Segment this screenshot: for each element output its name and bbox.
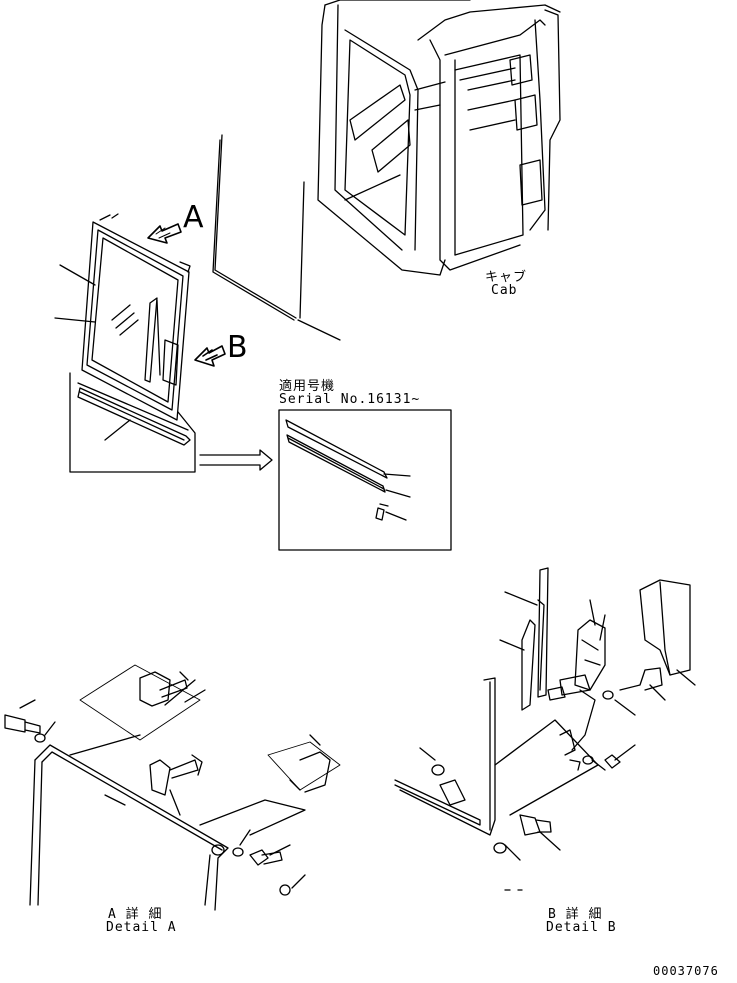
detail-b-label-en: Detail B — [546, 920, 617, 935]
arrow-a-label: A — [183, 200, 204, 235]
detail-a-label-jp: A 詳 細 — [108, 907, 163, 922]
serial-note-jp: 適用号機 — [279, 379, 336, 394]
serial-note-en: Serial No.16131~ — [279, 392, 421, 407]
serial-detail-box — [279, 410, 451, 550]
cab-label-en: Cab — [491, 283, 518, 298]
arrow-a — [148, 224, 181, 243]
detail-a-illustration — [5, 665, 340, 910]
detail-b-label-jp: B 詳 細 — [548, 907, 603, 922]
glass-seal — [213, 135, 340, 340]
window-frame — [55, 214, 190, 420]
arrow-to-detail — [200, 450, 272, 470]
cab-label-jp: キャブ — [485, 270, 528, 285]
drawing-number: 00037076 — [653, 964, 719, 978]
arrow-b — [195, 346, 225, 366]
detail-b-illustration — [395, 568, 695, 890]
arrow-b-label: B — [227, 330, 248, 365]
cab-illustration — [318, 0, 560, 275]
detail-a-label-en: Detail A — [106, 920, 177, 935]
rail-box — [70, 373, 195, 472]
